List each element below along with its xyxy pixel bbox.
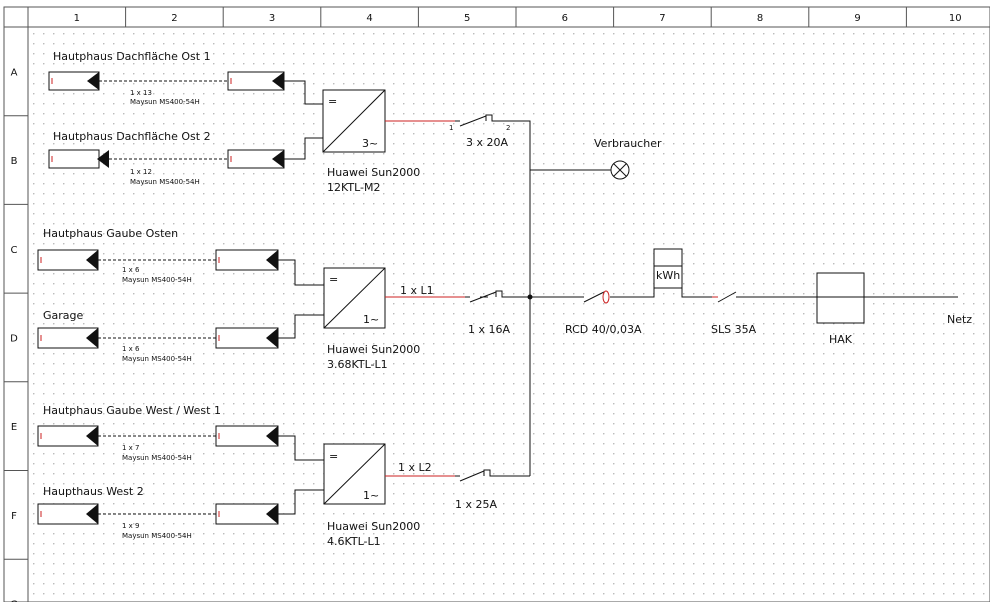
column-header-9: 9 <box>854 13 860 24</box>
inverter-ac-symbol: 3~ <box>362 137 378 150</box>
row-header-E: E <box>11 422 17 433</box>
column-header-6: 6 <box>562 13 568 24</box>
inverter-model-line1: Huawei Sun2000 <box>327 166 420 179</box>
column-header-2: 2 <box>171 13 177 24</box>
pv-string-4: Garage 1 x 6 Maysun MS400-54H <box>37 309 279 363</box>
column-headers: 1 2 3 4 5 6 7 8 9 10 <box>74 7 962 27</box>
string-count: 1 x 7 <box>122 444 140 452</box>
string-count: 1 x 6 <box>122 345 140 353</box>
pv-string-2: Hautphaus Dachfläche Ost 2 1 x 12 Maysun… <box>48 130 285 186</box>
inverter-dc-symbol: = <box>328 95 337 108</box>
string-module: Maysun MS400-54H <box>122 454 192 462</box>
consumer-label: Verbraucher <box>594 137 662 150</box>
row-header-C: C <box>11 245 18 256</box>
consumer-lamp-icon <box>610 160 630 180</box>
dc-wiring <box>278 80 324 515</box>
grid-label: Netz <box>947 313 972 326</box>
breaker-1x16a <box>465 290 512 303</box>
breaker-label: 1 x 25A <box>455 498 497 511</box>
string-title: Hautphaus Gaube West / West 1 <box>43 404 221 417</box>
ac-line-label: 1 x L2 <box>398 461 432 474</box>
string-count: 1 x 12 <box>130 168 152 176</box>
string-title: Hautphaus Dachfläche Ost 2 <box>53 130 211 143</box>
inverter-ac-symbol: 1~ <box>363 489 379 502</box>
rcd-label: RCD 40/0,03A <box>565 323 642 336</box>
column-header-5: 5 <box>464 13 470 24</box>
energy-meter: kWh <box>653 248 683 289</box>
rcd-switch <box>578 290 610 304</box>
pv-string-5: Hautphaus Gaube West / West 1 1 x 7 Mays… <box>37 404 279 462</box>
row-header-D: D <box>10 333 18 344</box>
breaker-label: 1 x 16A <box>468 323 510 336</box>
svg-text:1: 1 <box>449 124 453 132</box>
hak-box <box>816 272 865 324</box>
svg-text:2: 2 <box>506 124 510 132</box>
breaker-3x20a: 1 2 <box>449 114 510 132</box>
string-module: Maysun MS400-54H <box>130 98 200 106</box>
string-count: 1 x 13 <box>130 89 152 97</box>
string-title: Hautphaus Dachfläche Ost 1 <box>53 50 211 63</box>
inverter-2: = 1~ Huawei Sun2000 3.68KTL-L1 <box>323 267 420 371</box>
inverter-model-line2: 3.68KTL-L1 <box>327 358 388 371</box>
string-count: 1 x 9 <box>122 522 140 530</box>
inverter-dc-symbol: = <box>329 450 338 463</box>
string-title: Hautphaus Gaube Osten <box>43 227 178 240</box>
row-headers: ABCDEFG <box>4 67 28 607</box>
pv-string-1: Hautphaus Dachfläche Ost 1 1 x 13 Maysun… <box>48 50 285 106</box>
column-header-1: 1 <box>74 13 80 24</box>
sls-switch <box>712 291 740 303</box>
inverter-model-line1: Huawei Sun2000 <box>327 520 420 533</box>
inverter-model-line2: 12KTL-M2 <box>327 181 380 194</box>
string-module: Maysun MS400-54H <box>122 276 192 284</box>
row-header-F: F <box>11 511 17 522</box>
string-module: Maysun MS400-54H <box>122 532 192 540</box>
inverter-model-line1: Huawei Sun2000 <box>327 343 420 356</box>
column-header-3: 3 <box>269 13 275 24</box>
breaker-label: 3 x 20A <box>466 136 508 149</box>
busbar-junction <box>527 294 533 300</box>
ac-line-label: 1 x L1 <box>400 284 434 297</box>
column-header-4: 4 <box>366 13 372 24</box>
string-module: Maysun MS400-54H <box>122 355 192 363</box>
inverter-3: = 1~ Huawei Sun2000 4.6KTL-L1 <box>323 443 420 548</box>
string-module: Maysun MS400-54H <box>130 178 200 186</box>
string-title: Garage <box>43 309 84 322</box>
string-count: 1 x 6 <box>122 266 140 274</box>
breaker-1x25a <box>455 469 500 482</box>
string-title: Haupthaus West 2 <box>43 485 144 498</box>
row-header-A: A <box>11 67 18 78</box>
sls-label: SLS 35A <box>711 323 757 336</box>
column-header-7: 7 <box>659 13 665 24</box>
inverter-dc-symbol: = <box>329 273 338 286</box>
column-header-10: 10 <box>949 13 962 24</box>
row-header-B: B <box>11 156 18 167</box>
meter-label: kWh <box>656 269 680 282</box>
inverter-1: = 3~ Huawei Sun2000 12KTL-M2 <box>322 89 420 194</box>
hak-label: HAK <box>829 333 853 346</box>
pv-string-3: Hautphaus Gaube Osten 1 x 6 Maysun MS400… <box>37 227 279 284</box>
inverter-model-line2: 4.6KTL-L1 <box>327 535 381 548</box>
inverter-ac-symbol: 1~ <box>363 313 379 326</box>
pv-string-6: Haupthaus West 2 1 x 9 Maysun MS400-54H <box>37 485 279 540</box>
column-header-8: 8 <box>757 13 763 24</box>
